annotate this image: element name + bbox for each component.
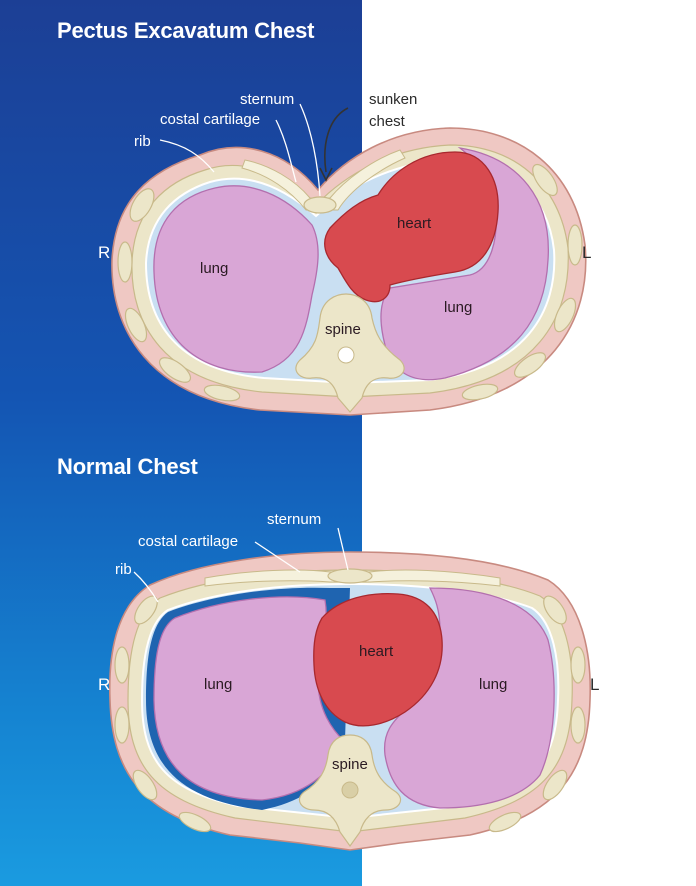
pectus-sternum-label: sternum [240, 91, 294, 108]
normal-sternum-label: sternum [267, 511, 321, 528]
normal-heart [313, 592, 443, 727]
normal-lung-left-label: lung [479, 676, 507, 693]
normal-side-left: L [590, 675, 599, 694]
sunken-label-line1: sunken [369, 91, 417, 108]
pectus-cartilage-leader [275, 119, 297, 183]
sunken-chest-arrow [324, 107, 349, 173]
pectus-heart [324, 151, 499, 303]
normal-chest-diagram: sternum costal cartilage rib heart lung … [98, 511, 599, 851]
pectus-lung-right [153, 185, 319, 373]
pectus-side-left: L [582, 243, 591, 262]
pectus-heart-label: heart [397, 215, 432, 232]
normal-rib-segments [114, 595, 586, 833]
pectus-excavatum-diagram: sternum costal cartilage rib sunken ches… [98, 91, 591, 416]
pectus-rib-label: rib [134, 133, 151, 150]
normal-sternum-leader [337, 527, 349, 571]
normal-cartilage-leader [254, 541, 301, 573]
pectus-side-right: R [98, 243, 110, 262]
pectus-sternum [303, 196, 337, 214]
normal-heart-label: heart [359, 643, 394, 660]
pectus-spinal-canal [337, 346, 355, 364]
normal-lung-right-label: lung [204, 676, 232, 693]
sunken-chest-arrowhead [319, 167, 333, 182]
normal-rib-label: rib [115, 561, 132, 578]
pectus-sternum-leader [299, 103, 321, 197]
normal-side-right: R [98, 675, 110, 694]
normal-chest-title: Normal Chest [57, 454, 198, 479]
pectus-rib-leader [159, 139, 215, 173]
pectus-lung-right-label: lung [200, 260, 228, 277]
normal-spine-label: spine [332, 756, 368, 773]
pectus-excavatum-title: Pectus Excavatum Chest [57, 18, 315, 43]
sunken-label-line2: chest [369, 113, 406, 130]
normal-rib-leader [133, 571, 159, 603]
pectus-costal-cartilage-label: costal cartilage [160, 111, 260, 128]
normal-spinal-canal [341, 781, 359, 799]
normal-lung-right [153, 596, 346, 801]
pectus-spine-label: spine [325, 321, 361, 338]
pectus-lung-left-label: lung [444, 299, 472, 316]
normal-costal-cartilage-label: costal cartilage [138, 533, 238, 550]
pectus-rib-segments [117, 163, 583, 402]
normal-sternum [327, 568, 373, 584]
